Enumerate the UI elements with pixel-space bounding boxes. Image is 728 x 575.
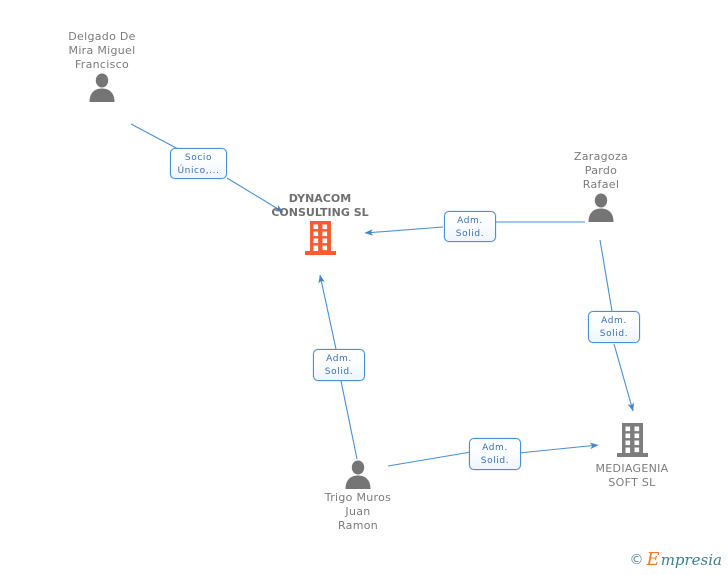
edge-label-to-dynacom-socio bbox=[226, 177, 284, 213]
building-icon bbox=[260, 220, 380, 257]
person-icon bbox=[42, 72, 162, 102]
edge-trigo-to-label-dynacom bbox=[340, 380, 358, 460]
edge-label-adm-solid-zaragoza-mediagenia[interactable]: Adm. Solid. bbox=[588, 311, 640, 343]
node-person-trigo[interactable]: Trigo Muros Juan Ramon bbox=[298, 459, 418, 533]
building-icon bbox=[572, 422, 692, 459]
edge-label-adm-solid-trigo-dynacom[interactable]: Adm. Solid. bbox=[313, 349, 365, 381]
person-icon bbox=[541, 192, 661, 222]
node-label-mediagenia: MEDIAGENIA SOFT SL bbox=[595, 462, 669, 489]
watermark-brand-initial: E bbox=[646, 549, 660, 570]
node-label-dynacom: DYNACOM CONSULTING SL bbox=[271, 192, 369, 219]
person-icon bbox=[298, 459, 418, 489]
node-company-mediagenia[interactable]: MEDIAGENIA SOFT SL bbox=[572, 422, 692, 490]
edge-zaragoza-to-label-mediagenia bbox=[599, 239, 613, 312]
edge-label-adm-solid-zaragoza-dynacom[interactable]: Adm. Solid. bbox=[444, 211, 496, 242]
edge-label-adm-solid-trigo-mediagenia[interactable]: Adm. Solid. bbox=[469, 438, 521, 470]
node-label-delgado: Delgado De Mira Miguel Francisco bbox=[68, 30, 136, 71]
edge-label-to-dynacom-trigo bbox=[318, 274, 337, 350]
node-label-trigo: Trigo Muros Juan Ramon bbox=[324, 491, 392, 532]
node-company-dynacom[interactable]: DYNACOM CONSULTING SL bbox=[260, 192, 380, 257]
node-person-zaragoza[interactable]: Zaragoza Pardo Rafael bbox=[541, 150, 661, 222]
edge-label-to-mediagenia-zaragoza bbox=[613, 343, 635, 412]
edge-label-to-dynacom-zaragoza bbox=[364, 226, 444, 236]
edge-label-to-mediagenia-trigo bbox=[518, 442, 599, 454]
edge-trigo-to-label-mediagenia bbox=[387, 451, 472, 467]
copyright-icon: © bbox=[629, 552, 644, 568]
edge-label-socio-unico[interactable]: Socio Único,... bbox=[170, 148, 227, 179]
watermark-empresia: © E mpresia bbox=[630, 551, 722, 569]
edge-delgado-to-label bbox=[130, 123, 181, 151]
node-person-delgado[interactable]: Delgado De Mira Miguel Francisco bbox=[42, 30, 162, 102]
watermark-brand-rest: mpresia bbox=[660, 550, 722, 569]
node-label-zaragoza: Zaragoza Pardo Rafael bbox=[573, 150, 629, 191]
